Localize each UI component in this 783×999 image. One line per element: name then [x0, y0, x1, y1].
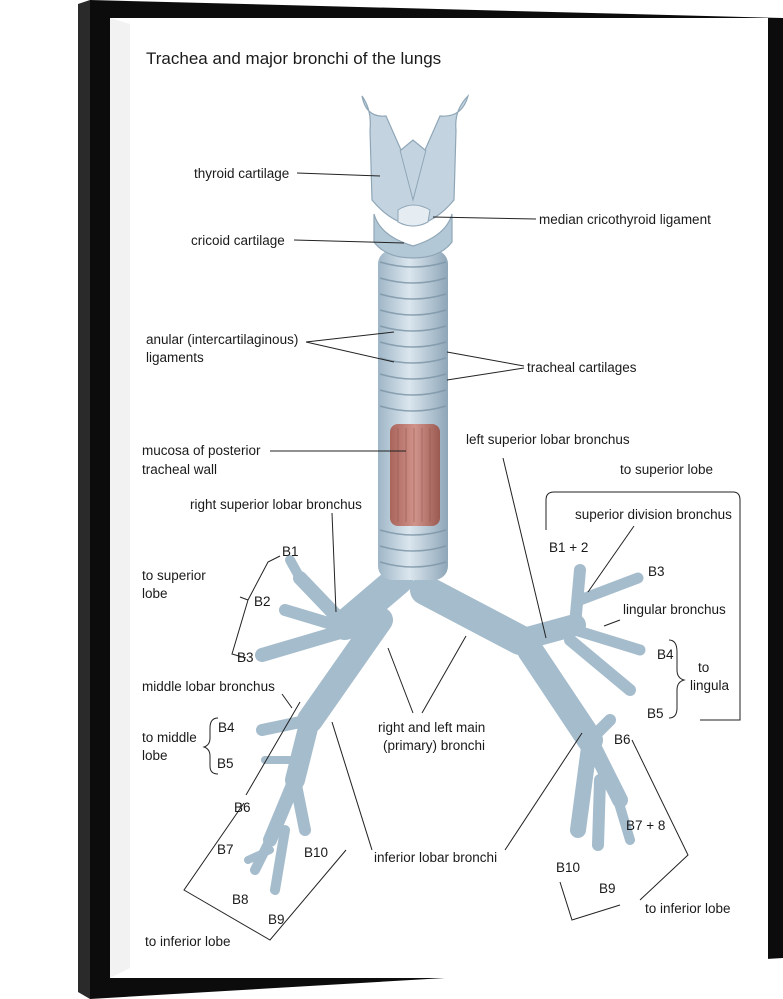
label-to-superior-lobe-right-2: lobe [142, 586, 168, 601]
label-lingular-bronchus: lingular bronchus [623, 602, 726, 617]
label-left-b1-2: B1 + 2 [549, 540, 588, 555]
label-median-cricothyroid-ligament: median cricothyroid ligament [539, 212, 711, 227]
label-main-bronchi-1: right and left main [378, 720, 485, 735]
label-right-b9: B9 [268, 912, 285, 927]
label-right-b8: B8 [232, 892, 249, 907]
label-to-middle-lobe-2: lobe [142, 748, 168, 763]
diagram-title: Trachea and major bronchi of the lungs [146, 49, 441, 68]
label-tracheal-cartilages: tracheal cartilages [527, 360, 637, 375]
label-left-b10: B10 [556, 860, 580, 875]
label-middle-lobar-bronchus: middle lobar bronchus [142, 679, 275, 694]
label-right-b6: B6 [234, 800, 251, 815]
label-to-middle-lobe-1: to middle [142, 730, 197, 745]
leader-lines [245, 172, 635, 851]
grouping-brackets [183, 491, 741, 941]
label-left-b9: B9 [599, 881, 616, 896]
cricothyroid-ligament-shape [397, 204, 431, 227]
trachea-illustration [244, 93, 646, 895]
label-to-superior-lobe-right-1: to superior [142, 568, 206, 583]
label-superior-division-bronchus: superior division bronchus [575, 507, 732, 522]
label-right-b1: B1 [282, 544, 299, 559]
label-mucosa-2: tracheal wall [142, 462, 217, 477]
label-main-bronchi-2: (primary) bronchi [383, 738, 485, 753]
right-bronchial-tree [244, 555, 413, 895]
label-right-b10: B10 [304, 845, 328, 860]
label-inferior-lobar-bronchi: inferior lobar bronchi [374, 850, 497, 865]
label-right-superior-lobar-bronchus: right superior lobar bronchus [190, 497, 362, 512]
label-left-b7-8: B7 + 8 [626, 818, 665, 833]
tracheal-rings [379, 261, 447, 568]
label-to-lingula-1: to [698, 660, 709, 675]
label-left-b3: B3 [648, 564, 665, 579]
label-thyroid-cartilage: thyroid cartilage [194, 166, 289, 181]
label-left-b4: B4 [657, 647, 674, 662]
label-mucosa-1: mucosa of posterior [142, 443, 261, 458]
label-to-lingula-2: lingula [690, 678, 730, 693]
cricoid-cartilage-shape [373, 213, 453, 259]
label-right-b4: B4 [218, 720, 235, 735]
label-right-b5: B5 [217, 756, 234, 771]
label-right-b2: B2 [254, 594, 271, 609]
label-to-inferior-lobe-right: to inferior lobe [145, 934, 231, 949]
label-to-inferior-lobe-left: to inferior lobe [645, 901, 731, 916]
label-right-b3: B3 [237, 650, 254, 665]
left-bronchial-tree [410, 564, 646, 851]
anatomy-labels: thyroid cartilage median cricothyroid li… [142, 166, 732, 949]
label-right-b7: B7 [217, 842, 234, 857]
label-left-superior-lobar-bronchus: left superior lobar bronchus [466, 432, 630, 447]
label-left-b6: B6 [614, 732, 631, 747]
thyroid-cartilage-shape [361, 93, 470, 227]
label-to-superior-lobe-left: to superior lobe [620, 462, 713, 477]
label-anular-ligaments-1: anular (intercartilaginous) [146, 332, 298, 347]
label-cricoid-cartilage: cricoid cartilage [191, 233, 285, 248]
posterior-mucosa [390, 424, 440, 526]
label-left-b5: B5 [647, 706, 664, 721]
label-anular-ligaments-2: ligaments [146, 350, 204, 365]
